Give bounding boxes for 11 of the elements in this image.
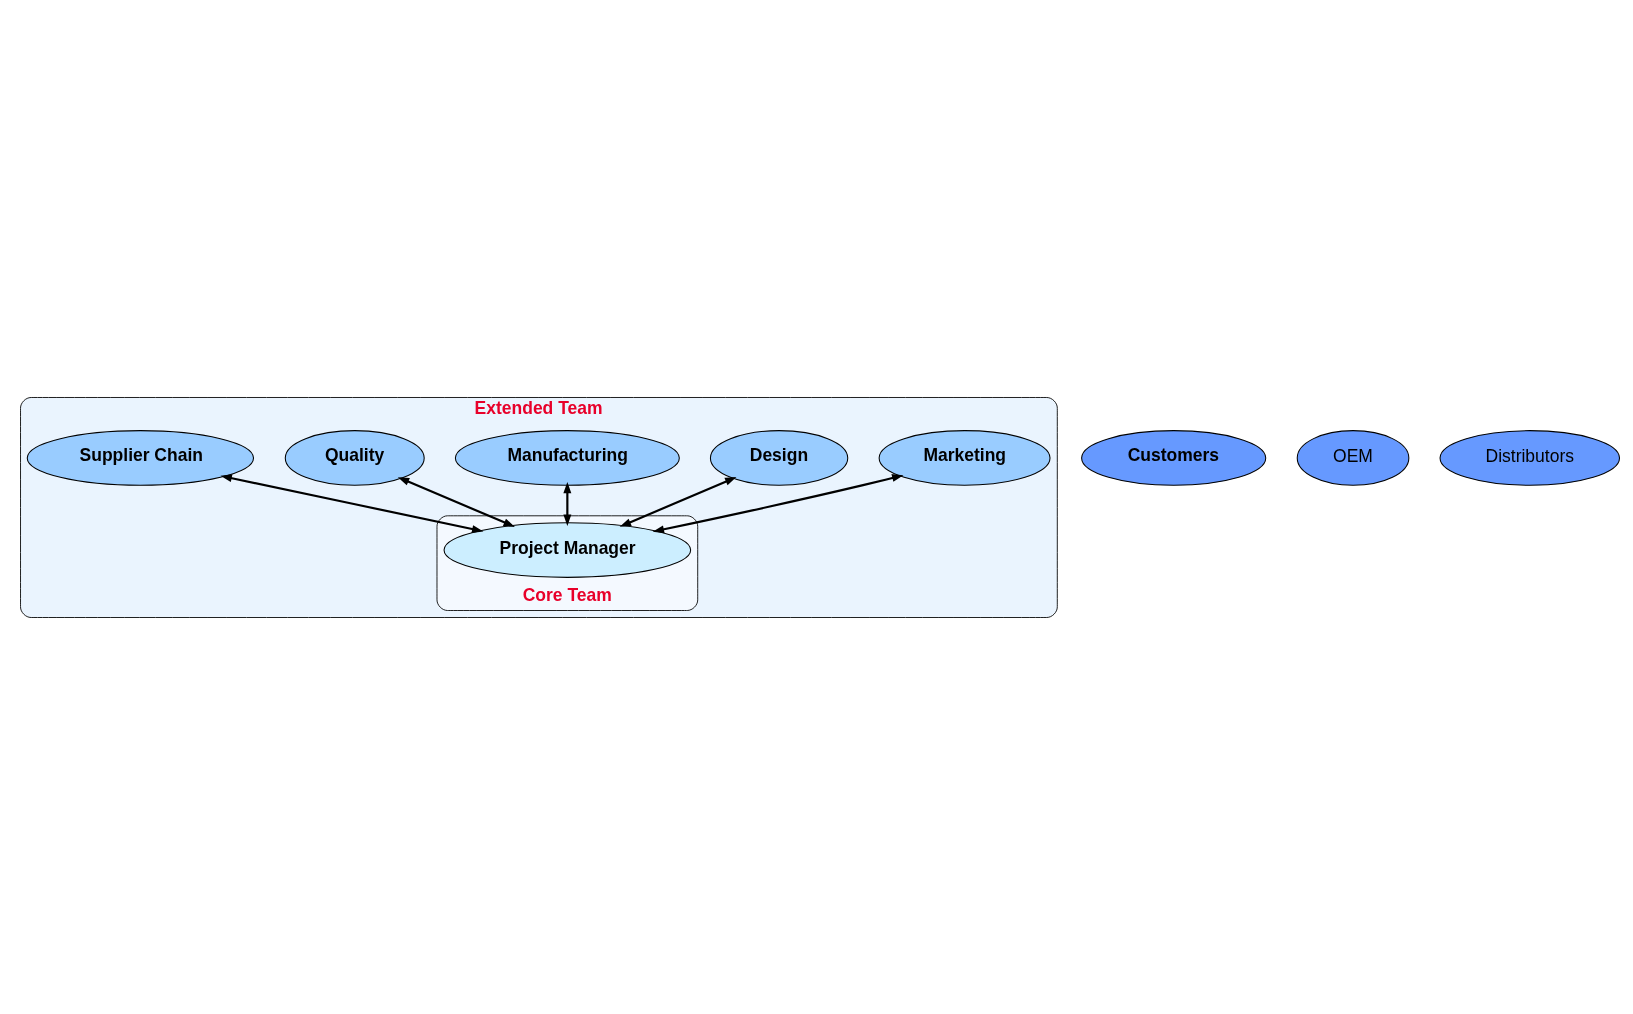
- node-ellipse: Marketing: [878, 429, 1051, 486]
- node-ellipse: Manufacturing: [454, 429, 680, 486]
- arrow: [619, 476, 737, 527]
- node-ellipse: OEM: [1296, 429, 1410, 486]
- node-ellipse: Distributors: [1439, 429, 1621, 486]
- arrow: [397, 476, 515, 527]
- node-ellipse: Supplier Chain: [26, 429, 255, 486]
- node-ellipse: Customers: [1081, 429, 1267, 486]
- arrow: [220, 473, 484, 533]
- arrow: [563, 481, 572, 526]
- arrow: [652, 473, 904, 533]
